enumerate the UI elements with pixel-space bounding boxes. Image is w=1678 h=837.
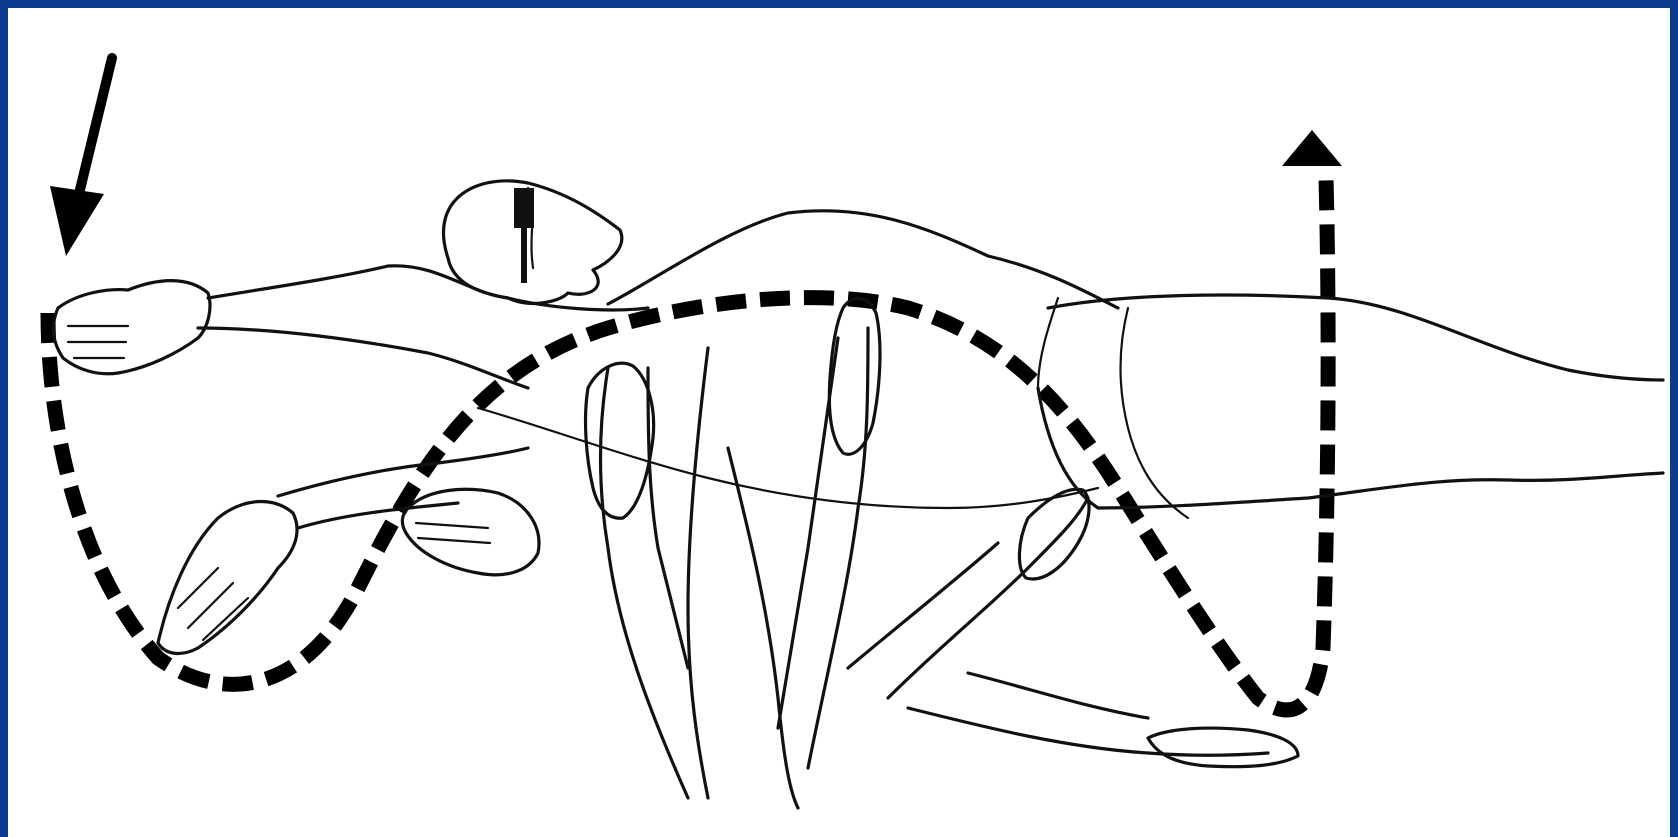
arrow-down-left-icon	[50, 58, 112, 256]
arrow-up-icon	[1282, 130, 1342, 166]
rescuer-figure	[402, 298, 1089, 808]
patient-figure	[53, 181, 1663, 767]
illustration-canvas	[8, 8, 1670, 837]
illustration-svg	[8, 8, 1670, 837]
